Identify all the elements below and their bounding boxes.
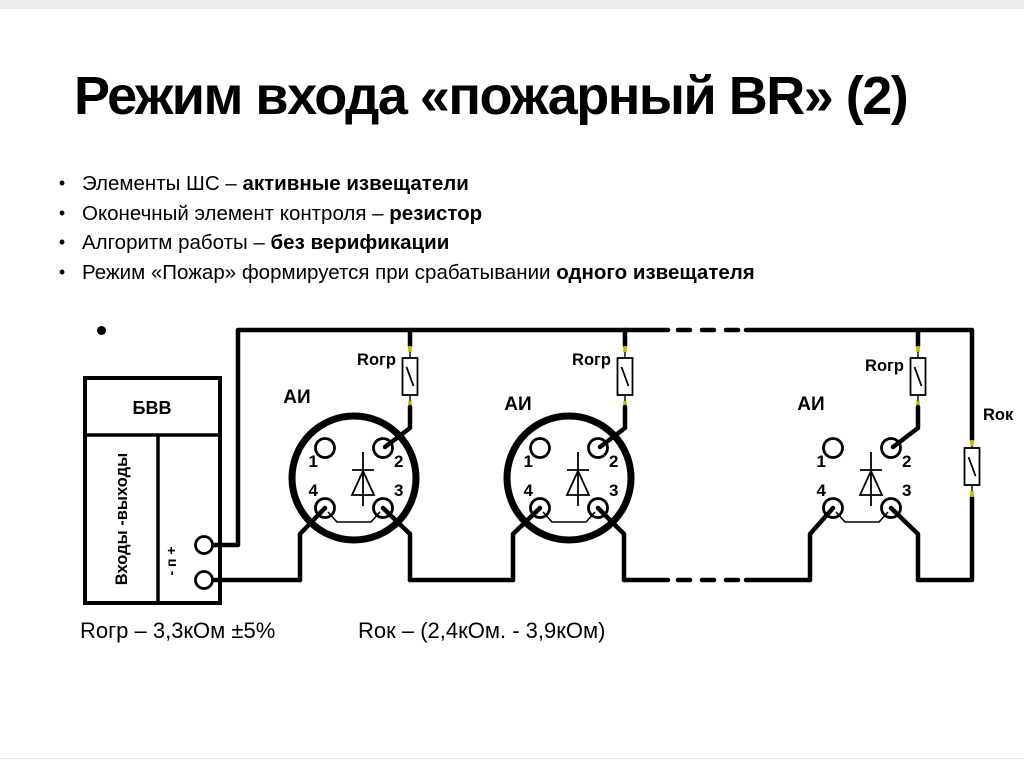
bullet-text-bold: одного извещателя — [556, 260, 755, 284]
bvv-block: БВВ Входы -выходы - п + — [83, 376, 222, 605]
wire-terminal2-to-rogr — [597, 404, 628, 450]
rok-value-caption: Rок – (2,4кОм. - 3,9кОм) — [358, 618, 606, 643]
detector-circle — [288, 412, 420, 544]
terminal-number-4: 4 — [524, 481, 534, 500]
wire-terminal3-down — [595, 505, 627, 583]
wire-terminal4-down — [807, 505, 836, 583]
bullet-text-bold: резистор — [389, 201, 483, 225]
bullet-item: • Режим «Пожар» формируется при срабатыв… — [42, 258, 972, 288]
detector-2: АИ 1 2 4 3 — [503, 394, 635, 583]
diode-triangle — [565, 468, 591, 496]
detector-circle — [503, 412, 635, 544]
bullet-glyph: • — [58, 173, 66, 193]
detector-label: АИ — [504, 394, 531, 415]
bvv-terminal-minus — [194, 570, 214, 590]
terminal-number-3: 3 — [394, 481, 403, 500]
terminal-number-2: 2 — [609, 452, 618, 471]
bullet-item: • Алгоритм работы – без верификации — [42, 228, 972, 258]
bullet-text-bold: без верификации — [270, 231, 450, 254]
terminal-number-4: 4 — [309, 481, 319, 500]
detector-terminal-1 — [822, 437, 844, 459]
detector-terminal-1 — [529, 437, 551, 459]
diode-triangle — [858, 468, 884, 496]
resistor-slash — [913, 366, 923, 387]
rok-label: Rок — [983, 406, 1014, 424]
detector-label: АИ — [797, 394, 824, 415]
slide-top-border — [0, 0, 1024, 9]
rogr-resistor-1: Rогр — [357, 327, 419, 407]
bvv-terminal-plus — [194, 535, 214, 555]
terminal-number-4: 4 — [817, 481, 827, 500]
detector-label: АИ — [283, 387, 310, 408]
slide-title: Режим входа «пожарный BR» (2) — [74, 66, 909, 126]
wire-top-bus-left — [209, 327, 671, 548]
diode — [565, 452, 591, 506]
wire-terminal4-down — [510, 505, 543, 583]
resistor-slash — [967, 456, 977, 477]
bullet-glyph: • — [58, 232, 66, 252]
bullet-glyph: • — [58, 202, 66, 223]
rok-resistor: Rок — [963, 406, 1014, 497]
bullet-list: • Элементы ШС – активные извещатели • Ок… — [42, 169, 972, 287]
terminal-bridge — [327, 511, 381, 523]
bvv-polarity-label: - п + — [163, 546, 179, 575]
bvv-title: БВВ — [133, 398, 172, 418]
terminal-bridge — [542, 511, 596, 523]
rogr-label: Rогр — [865, 357, 904, 375]
bullet-text: Режим «Пожар» формируется при срабатыван… — [82, 258, 755, 288]
wire-terminal4-down — [297, 505, 328, 583]
wire-terminal2-to-rogr — [382, 404, 413, 450]
bullet-text-normal: Элементы ШС – — [82, 172, 243, 195]
bullet-text: Элементы ШС – активные извещатели — [82, 169, 469, 199]
bullet-glyph-empty — [97, 326, 106, 335]
terminal-number-1: 1 — [524, 452, 533, 471]
terminal-number-3: 3 — [902, 481, 911, 500]
wire-bottom-bus-5 — [915, 494, 975, 583]
bullet-text-normal: Алгоритм работы – — [82, 231, 271, 254]
wire-terminal2-to-rogr — [890, 404, 921, 450]
diode — [350, 452, 376, 506]
bvv-outline — [83, 376, 222, 605]
rogr-resistor-3: Rогр — [865, 327, 927, 407]
detector-terminal-1 — [314, 437, 336, 459]
bullet-item: • Оконечный элемент контроля – резистор — [42, 199, 972, 229]
detector-1: АИ 1 2 4 3 — [283, 387, 420, 583]
rogr-label: Rогр — [357, 351, 396, 369]
bullet-glyph: • — [58, 261, 66, 282]
bvv-io-label: Входы -выходы — [113, 453, 131, 585]
bullet-text: Алгоритм работы – без верификации — [82, 228, 449, 258]
wire-terminal3-down — [888, 505, 921, 583]
terminal-number-2: 2 — [902, 452, 911, 471]
bullet-text-normal: Режим «Пожар» формируется при срабатыван… — [82, 260, 557, 284]
wire-terminal3-down — [380, 505, 413, 583]
bullet-text: Оконечный элемент контроля – резистор — [82, 199, 482, 229]
rogr-label: Rогр — [572, 351, 611, 369]
diode — [858, 452, 884, 506]
terminal-number-3: 3 — [609, 481, 618, 500]
rogr-resistor-2: Rогр — [572, 327, 634, 407]
circuit-diagram: БВВ Входы -выходы - п + Rогр — [83, 327, 1014, 605]
rogr-value-caption: Rогр – 3,3кОм ±5% — [80, 618, 276, 643]
terminal-bridge — [835, 511, 889, 523]
resistor-slash — [405, 366, 415, 387]
terminal-number-2: 2 — [394, 452, 403, 471]
terminal-number-1: 1 — [309, 452, 318, 471]
detector-3: АИ 1 2 4 3 — [797, 394, 921, 583]
wire-top-bus-right — [743, 327, 975, 443]
bullet-text-normal: Оконечный элемент контроля – — [82, 201, 390, 225]
diode-triangle — [350, 468, 376, 496]
slide-bottom-border — [0, 758, 1024, 759]
terminal-number-1: 1 — [817, 452, 826, 471]
bullet-text-bold: активные извещатели — [242, 172, 469, 195]
bullet-item: • Элементы ШС – активные извещатели — [42, 169, 972, 199]
resistor-slash — [620, 366, 630, 387]
